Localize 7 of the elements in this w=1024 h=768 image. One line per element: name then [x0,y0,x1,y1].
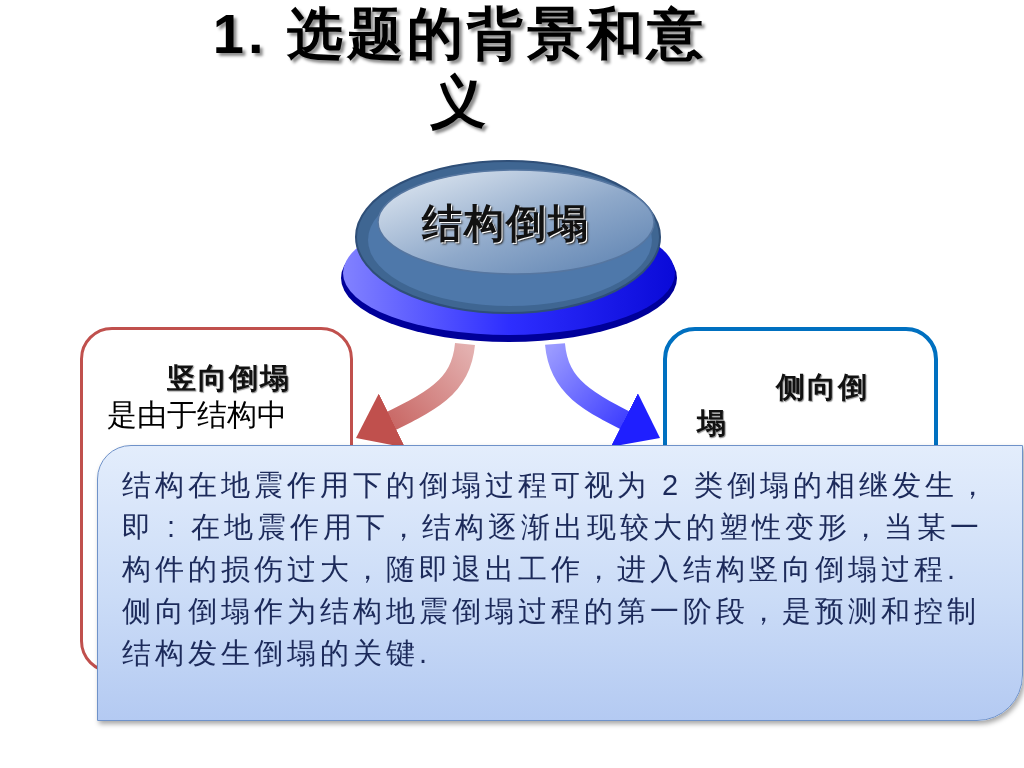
box-text: 是由于结构中 [107,397,287,433]
callout-text: 结构在地震作用下的倒塌过程可视为 2 类倒塌的相继发生，即 : 在地震作用下，结构逐渐出现较大的塑性变形，当某一构件的损伤过大，随即退出工作，进入结构竖向倒塌过程. 侧向倒塌作为结构地震倒塌过程的第一阶段，是预测和控制结构发生倒塌的关键. [122,468,993,671]
callout-tooltip [97,445,1023,721]
slide-title: 1. 选题的背景和意义 [211,1,709,135]
box-heading: 侧向倒塌 [697,370,870,441]
node-label: 结构倒塌 [422,200,590,247]
box-heading: 竖向倒塌 [166,361,291,396]
